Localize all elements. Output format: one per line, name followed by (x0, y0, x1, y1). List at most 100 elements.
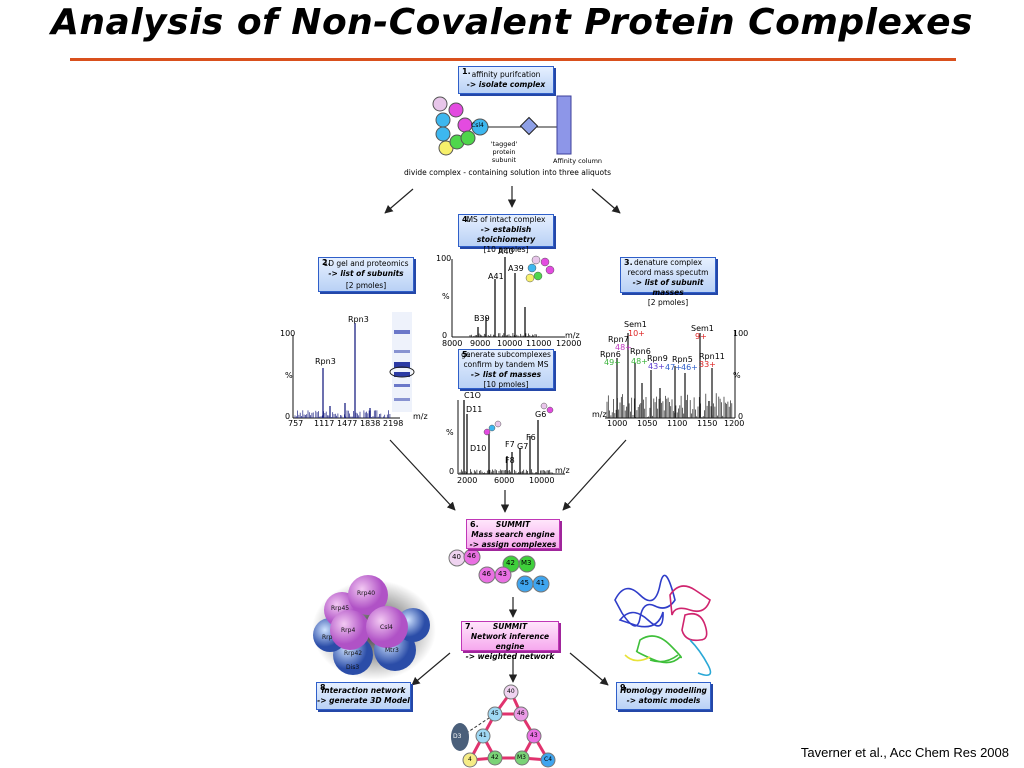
peak-label-rpn3-top: Rpn3 (348, 315, 369, 324)
right-xtick: 1150 (697, 419, 718, 428)
tandem-y0: 0 (449, 467, 455, 476)
left-y100: 100 (280, 329, 296, 338)
intact-xtick: 12000 (556, 339, 582, 348)
citation: Taverner et al., Acc Chem Res 2008 (800, 745, 1009, 760)
right-xtick: 1200 (724, 419, 745, 428)
peak-label: Sem1 (624, 320, 647, 329)
peak-label-rpn3: Rpn3 (315, 357, 336, 366)
model-label: Rrp4 (341, 627, 356, 634)
tandem-xunit: m/z (555, 466, 570, 475)
model-label: Rrp (322, 634, 333, 641)
step4-box: 4. MS of intact complex -> establish sto… (458, 214, 554, 254)
peak-label-f8: F8 (505, 456, 515, 465)
network-node-label: 41 (479, 732, 487, 739)
node-label: 45 (520, 579, 529, 587)
peak-label: 49+ (604, 358, 621, 367)
network-node-label: 42 (491, 754, 499, 761)
network-node-label: 45 (491, 710, 499, 717)
network-node-label: D3 (453, 733, 462, 740)
peak-label: Rpn11 (699, 352, 725, 361)
node-label: 46 (467, 552, 476, 560)
tagged-subunit-label: 'tagged' protein subunit (490, 140, 518, 164)
spectrum-right (605, 330, 736, 419)
peak-label: 48+ (615, 343, 632, 352)
homology-model (614, 574, 712, 676)
model-label: Rrp40 (357, 590, 376, 597)
network-node-label: 4 (468, 756, 472, 763)
intact-xtick: 8000 (442, 339, 463, 348)
peak-label: 43+ (648, 362, 665, 371)
intact-xtick: 9000 (470, 339, 491, 348)
peak-label: Rpn6 (600, 350, 621, 359)
node-label: 41 (536, 579, 545, 587)
intact-xtick: 11000 (526, 339, 552, 348)
right-xtick: 1100 (667, 419, 688, 428)
node-label: 40 (452, 553, 461, 561)
peak-label-g7: G7 (517, 442, 529, 451)
peak-label-d10: D10 (470, 444, 487, 453)
peak-label: Rpn5 (672, 355, 693, 364)
left-y0: 0 (285, 412, 291, 421)
left-xtick: 2198 (383, 419, 404, 428)
divide-complex-label: divide complex - containing solution int… (404, 168, 611, 177)
model-label: Mtr3 (385, 647, 399, 654)
model-label: Rrp42 (344, 650, 363, 657)
peak-label-d11: D11 (466, 405, 483, 414)
tandem-xtick: 10000 (529, 476, 555, 485)
peak-label: 33+ (699, 360, 716, 369)
intact-y0: 0 (442, 331, 448, 340)
right-y100: 100 (733, 329, 749, 338)
complex-cartoon (432, 95, 572, 156)
flow-arrows (384, 186, 627, 686)
peak-label: 9+ (695, 332, 707, 341)
csl4-label: Csl4 (471, 122, 484, 129)
peak-label-g6: G6 (535, 410, 547, 419)
node-label: 42 (506, 559, 515, 567)
right-xunit: m/z (592, 410, 607, 419)
spectrum-tandem (457, 400, 565, 475)
left-xtick: 757 (288, 419, 304, 428)
left-ypct: % (285, 371, 293, 380)
node-label: 43 (498, 570, 507, 578)
slide-title: Analysis of Non-Covalent Protein Complex… (51, 2, 973, 43)
intact-xunit: m/z (565, 331, 580, 340)
intact-ypct: % (442, 292, 450, 301)
model-label: Dis3 (346, 664, 360, 671)
intact-y100: 100 (436, 254, 452, 263)
affinity-column-label: Affinity column (553, 157, 603, 165)
step7-box: 7. SUMMIT Network inference engine -> we… (461, 621, 559, 661)
assigned-complex-nodes (448, 548, 550, 593)
3d-model (312, 575, 436, 680)
tandem-xtick: 6000 (494, 476, 515, 485)
network-node-label: C4 (544, 756, 553, 763)
peak-label: 10+ (628, 329, 645, 338)
step2-box: 2. 1D gel and proteomics -> list of subu… (318, 257, 414, 292)
intact-xtick: 10000 (497, 339, 523, 348)
node-label: M3 (521, 559, 532, 567)
spectrum-intact (451, 257, 565, 338)
title-underline (70, 58, 956, 61)
peak-label-a41: A41 (488, 272, 504, 281)
right-ypct: % (733, 371, 741, 380)
interaction-network (451, 684, 556, 768)
left-xunit: m/z (413, 412, 428, 421)
network-node-label: M3 (517, 754, 526, 761)
spectrum-left (292, 323, 400, 419)
left-xtick: 1117 (314, 419, 335, 428)
gel-strip (389, 312, 415, 412)
step3-box: 3. denature complex record mass specutm … (620, 257, 716, 307)
tandem-xtick: 2000 (457, 476, 478, 485)
peak-label-f7: F7 (505, 440, 515, 449)
model-label: Csl4 (380, 624, 393, 631)
network-node-label: 43 (530, 732, 538, 739)
step1-box: 1. affinity purifcation -> isolate compl… (458, 66, 554, 94)
peak-label-b39: B39 (474, 314, 490, 323)
node-label: 46 (482, 570, 491, 578)
model-label: Rrp45 (331, 605, 350, 612)
peak-label-a39: A39 (508, 264, 524, 273)
peak-label: Rpn6 (630, 347, 651, 356)
peak-label-a40: A40 (498, 247, 514, 256)
step8-box: 8. Interaction network -> generate 3D Mo… (316, 682, 411, 710)
step5-box: 5. generate subcomplexes confirm by tand… (458, 349, 554, 389)
